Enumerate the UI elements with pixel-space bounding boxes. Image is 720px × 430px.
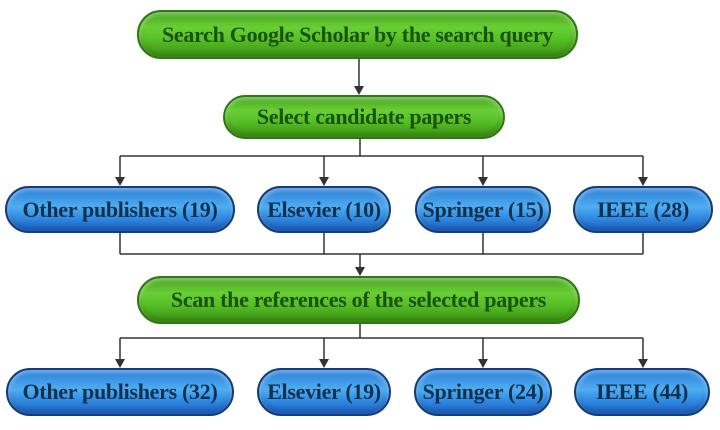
connector-select-to-candidates xyxy=(119,139,644,177)
arrowhead-down-icon xyxy=(115,177,125,186)
connector-candidates-to-scan xyxy=(119,233,644,267)
node-candidate-other-publishers: Other publishers (19) xyxy=(5,186,235,233)
arrowhead-down-icon xyxy=(638,177,648,186)
node-candidate-elsevier: Elsevier (10) xyxy=(257,186,391,233)
node-candidate-ieee: IEEE (28) xyxy=(573,186,713,233)
node-reference-elsevier: Elsevier (19) xyxy=(257,368,391,416)
connector-scan-to-references xyxy=(119,324,644,359)
arrowhead-down-icon xyxy=(354,86,364,95)
arrowhead-down-icon xyxy=(319,359,329,368)
node-search-google-scholar: Search Google Scholar by the search quer… xyxy=(137,10,578,59)
node-reference-ieee: IEEE (44) xyxy=(574,368,710,416)
arrowhead-down-icon xyxy=(319,177,329,186)
node-reference-springer: Springer (24) xyxy=(414,368,552,416)
arrowhead-down-icon xyxy=(478,359,488,368)
arrowhead-down-icon xyxy=(638,359,648,368)
node-reference-other-publishers: Other publishers (32) xyxy=(6,368,234,416)
arrowhead-down-icon xyxy=(478,177,488,186)
arrowhead-down-icon xyxy=(115,359,125,368)
node-scan-references: Scan the references of the selected pape… xyxy=(137,276,580,324)
node-select-candidate-papers: Select candidate papers xyxy=(223,95,505,139)
arrowhead-down-icon xyxy=(355,267,365,276)
node-candidate-springer: Springer (15) xyxy=(415,186,551,233)
